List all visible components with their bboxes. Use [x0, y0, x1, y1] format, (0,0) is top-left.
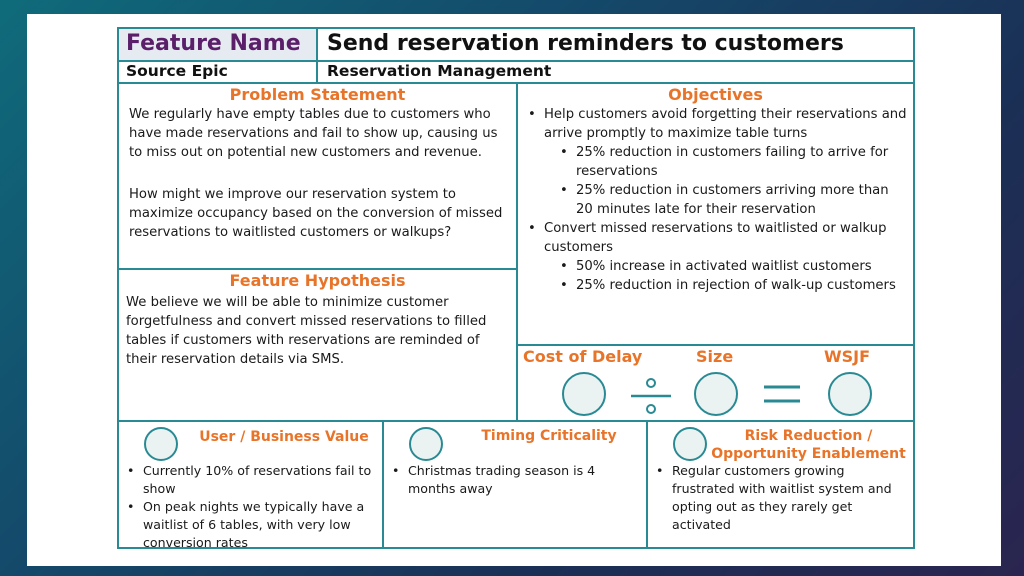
divide-icon — [631, 378, 671, 414]
bottom-row: User / Business Value Currently 10% of r… — [119, 420, 913, 552]
user-business-value-section: User / Business Value Currently 10% of r… — [119, 422, 384, 552]
objectives-heading: Objectives — [668, 85, 763, 104]
size-circle — [694, 372, 738, 416]
source-epic-value: Reservation Management — [327, 62, 552, 80]
cost-of-delay-label: Cost of Delay — [523, 347, 643, 366]
source-epic-label: Source Epic — [126, 62, 228, 80]
wsjf-circle — [828, 372, 872, 416]
risk-reduction-list: Regular customers growing frustrated wit… — [652, 462, 902, 534]
source-epic-value-cell: Reservation Management — [318, 62, 913, 84]
objective-subitem: 25% reduction in customers arriving more… — [556, 181, 908, 219]
objective-subitem: 50% increase in activated waitlist custo… — [556, 257, 908, 276]
objectives-list: Help customers avoid forgetting their re… — [524, 105, 908, 295]
list-item: Regular customers growing frustrated wit… — [652, 462, 902, 534]
feature-name-label-cell: Feature Name — [119, 29, 318, 62]
objective-item: Help customers avoid forgetting their re… — [524, 105, 908, 219]
source-epic-label-cell: Source Epic — [119, 62, 318, 84]
cost-of-delay-circle — [562, 372, 606, 416]
risk-reduction-heading: Risk Reduction / Opportunity Enablement — [706, 427, 911, 463]
timing-criticality-heading: Timing Criticality — [481, 428, 617, 444]
risk-reduction-heading-line-1: Risk Reduction / — [744, 428, 873, 444]
size-label: Size — [696, 347, 734, 366]
feature-hypothesis-heading: Feature Hypothesis — [229, 271, 406, 290]
problem-statement-paragraph-2: How might we improve our reservation sys… — [129, 187, 503, 240]
user-business-value-heading: User / Business Value — [199, 429, 369, 445]
wsjf-label: WSJF — [824, 347, 871, 366]
problem-statement-paragraph-1: We regularly have empty tables due to cu… — [129, 107, 498, 160]
list-item: Currently 10% of reservations fail to sh… — [123, 462, 378, 498]
feature-name-label: Feature Name — [126, 31, 301, 56]
feature-hypothesis-section: Feature Hypothesis We believe we will be… — [119, 270, 518, 420]
objectives-section: Objectives Help customers avoid forgetti… — [518, 84, 913, 346]
user-business-value-circle — [144, 427, 178, 461]
objective-subitem: 25% reduction in rejection of walk-up cu… — [556, 276, 908, 295]
timing-criticality-list: Christmas trading season is 4 months awa… — [388, 462, 638, 498]
feature-hypothesis-text: We believe we will be able to minimize c… — [126, 295, 487, 367]
risk-reduction-heading-line-2: Opportunity Enablement — [711, 446, 906, 462]
list-item: On peak nights we typically have a waitl… — [123, 498, 378, 552]
risk-reduction-circle — [673, 427, 707, 461]
problem-statement-heading: Problem Statement — [229, 85, 406, 104]
list-item: Christmas trading season is 4 months awa… — [388, 462, 638, 498]
objective-item: Convert missed reservations to waitliste… — [524, 219, 908, 295]
feature-name-value-cell: Send reservation reminders to customers — [318, 29, 913, 62]
user-business-value-list: Currently 10% of reservations fail to sh… — [123, 462, 378, 552]
risk-reduction-section: Risk Reduction / Opportunity Enablement … — [648, 422, 913, 549]
feature-name-value: Send reservation reminders to customers — [327, 31, 844, 56]
problem-statement-section: Problem Statement We regularly have empt… — [119, 84, 518, 270]
equals-icon — [764, 385, 800, 403]
timing-criticality-circle — [409, 427, 443, 461]
timing-criticality-section: Timing Criticality Christmas trading sea… — [384, 422, 648, 549]
objective-subitem: 25% reduction in customers failing to ar… — [556, 143, 908, 181]
feature-card: Feature Name Send reservation reminders … — [117, 27, 915, 552]
wsjf-section: Cost of Delay Size WSJF — [518, 346, 913, 420]
